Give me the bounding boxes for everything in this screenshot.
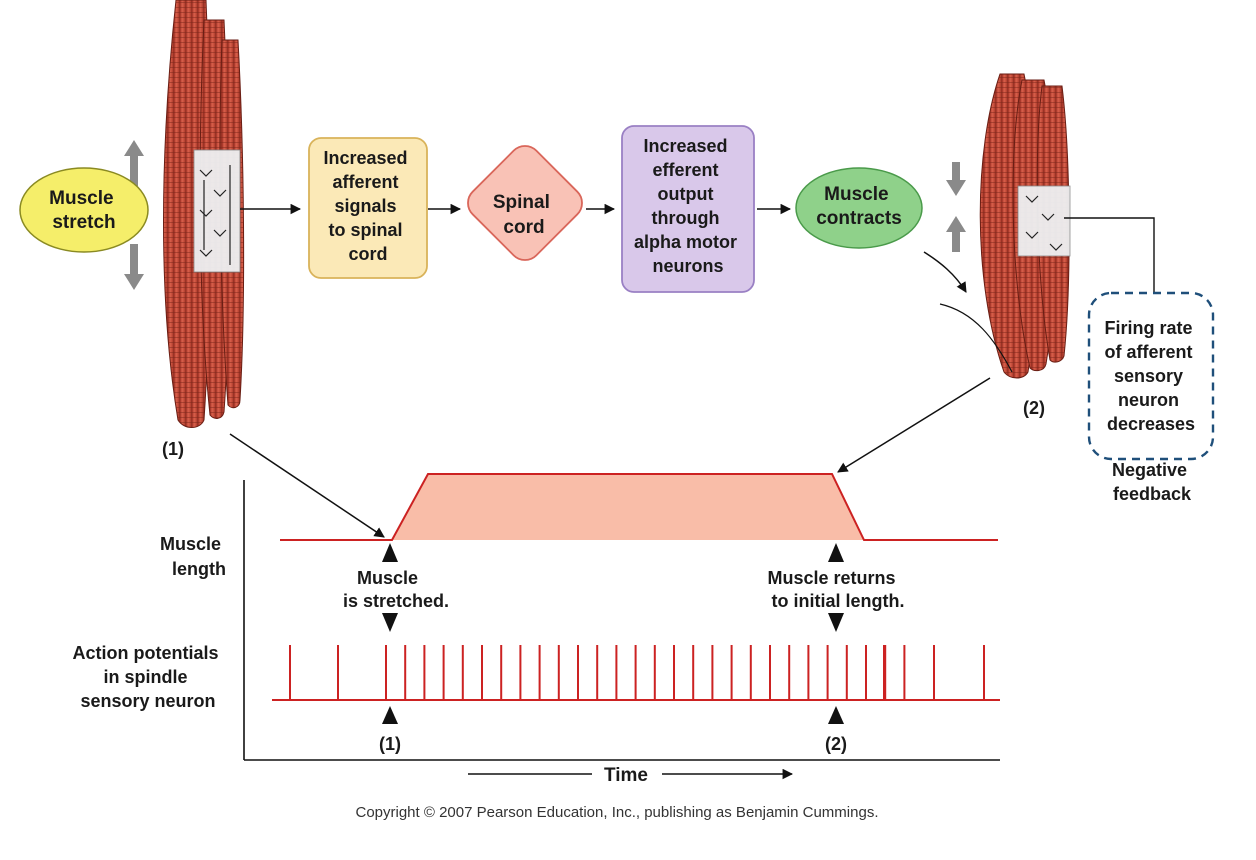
negative-feedback-label: Negative feedback	[1112, 460, 1192, 504]
stretched-marker: Muscle is stretched.	[343, 543, 449, 632]
firing-rate-label: Firing rate of afferent sensory neuron d…	[1104, 318, 1197, 434]
action-potentials-label: Action potentials in spindle sensory neu…	[72, 643, 223, 711]
marker-2-muscle: (2)	[1023, 398, 1045, 418]
triangle-down-icon	[828, 613, 844, 632]
marker-2-graph: (2)	[825, 734, 847, 754]
muscle-contracted-illustration	[939, 73, 1155, 379]
action-potential-trace	[272, 645, 1000, 701]
arrow-to-contracted-muscle	[923, 251, 967, 293]
afferent-signals-label: Increased afferent signals to spinal cor…	[323, 148, 412, 264]
triangle-down-icon	[382, 613, 398, 632]
muscle-length-label: Muscle length	[160, 534, 226, 579]
spinal-cord-diamond: Spinal cord	[467, 145, 583, 261]
arrow-2-to-graph	[837, 377, 991, 473]
afferent-signals-box: Increased afferent signals to spinal cor…	[308, 137, 428, 279]
stretch-up-arrow-icon	[124, 140, 144, 186]
spinal-cord-label: Spinal cord	[493, 192, 555, 238]
muscle-contracts-oval: Muscle contracts	[795, 167, 923, 249]
triangle-up-icon	[828, 543, 844, 562]
graph-axes	[243, 480, 1000, 761]
firing-rate-box: Firing rate of afferent sensory neuron d…	[1087, 291, 1215, 461]
triangle-up-icon	[382, 706, 398, 724]
muscle-contracts-label: Muscle contracts	[816, 184, 902, 229]
afferent-nerve-line	[1064, 217, 1155, 300]
triangle-up-icon	[828, 706, 844, 724]
muscle-stretched-illustration	[163, 0, 245, 428]
time-label: Time	[604, 765, 648, 786]
stretch-down-arrow-icon	[124, 244, 144, 290]
arrow-1-to-graph	[229, 433, 385, 538]
contract-down-arrow-icon	[946, 162, 966, 196]
triangle-up-icon	[382, 543, 398, 562]
muscle-returns-label: Muscle returns to initial length.	[767, 568, 904, 611]
returns-marker: Muscle returns to initial length.	[767, 543, 905, 632]
muscle-stretch-label: Muscle stretch	[49, 188, 119, 233]
marker-1-muscle: (1)	[162, 439, 184, 459]
efferent-output-box: Increased efferent output through alpha …	[621, 125, 755, 293]
muscle-stretched-label: Muscle is stretched.	[343, 568, 449, 611]
muscle-length-trace	[280, 473, 998, 541]
marker-1-graph: (1)	[379, 734, 401, 754]
muscle-stretch-oval: Muscle stretch	[19, 167, 149, 253]
efferent-output-label: Increased efferent output through alpha …	[634, 136, 742, 276]
copyright-text: Copyright © 2007 Pearson Education, Inc.…	[355, 804, 878, 821]
contract-up-arrow-icon	[946, 216, 966, 252]
